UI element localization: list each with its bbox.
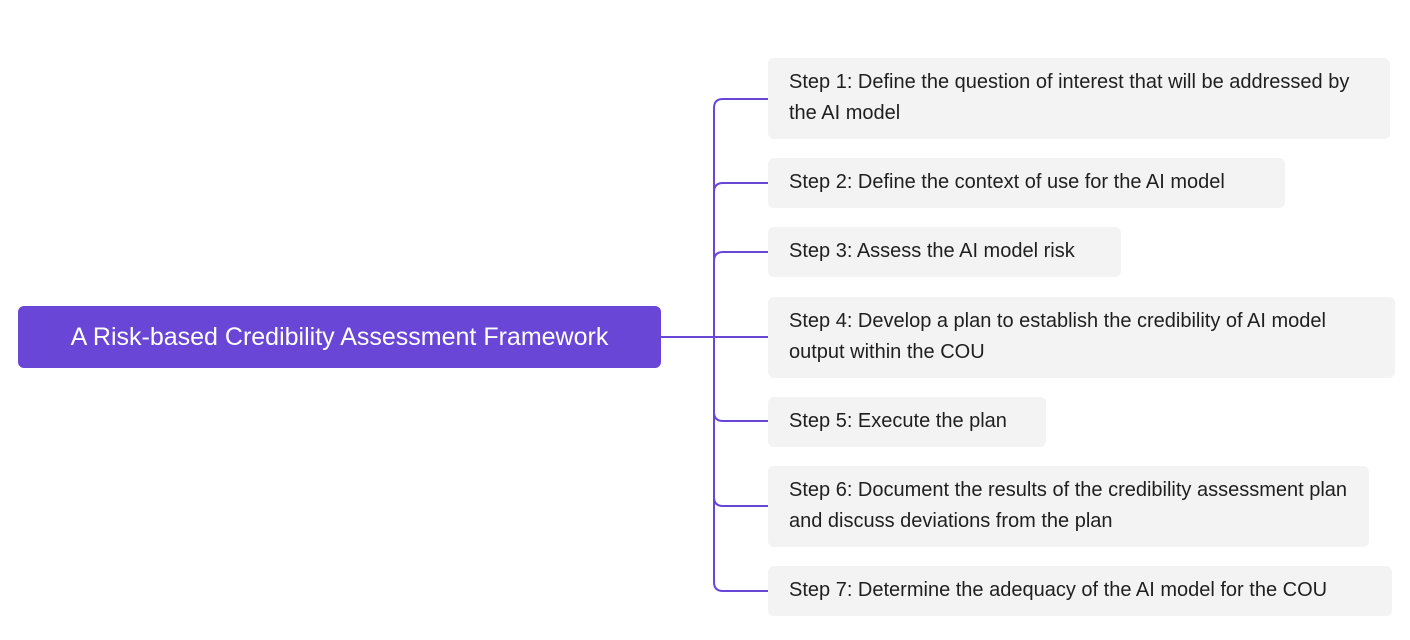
step-4-node[interactable]: Step 4: Develop a plan to establish the …	[768, 297, 1395, 378]
step-6-node[interactable]: Step 6: Document the results of the cred…	[768, 466, 1369, 547]
step-2-connector	[713, 182, 768, 193]
step-5-node[interactable]: Step 5: Execute the plan	[768, 397, 1046, 447]
step-5-connector	[713, 411, 768, 422]
step-7-connector	[713, 581, 768, 592]
step-3-node[interactable]: Step 3: Assess the AI model risk	[768, 227, 1121, 277]
step-1-connector	[713, 98, 768, 109]
step-2-node[interactable]: Step 2: Define the context of use for th…	[768, 158, 1285, 208]
step-6-connector	[713, 496, 768, 507]
step-1-node[interactable]: Step 1: Define the question of interest …	[768, 58, 1390, 139]
step-3-connector	[713, 251, 768, 262]
root-node[interactable]: A Risk-based Credibility Assessment Fram…	[18, 306, 661, 368]
step-7-node[interactable]: Step 7: Determine the adequacy of the AI…	[768, 566, 1392, 616]
